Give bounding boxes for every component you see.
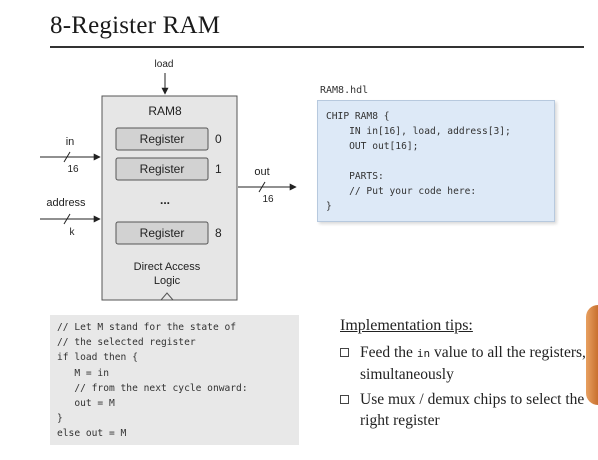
logic-label-line1: Direct Access — [134, 261, 201, 273]
address-width: k — [70, 227, 76, 238]
bullet-icon — [340, 348, 349, 357]
bullet-icon — [340, 395, 349, 404]
register-0-index: 0 — [215, 132, 222, 146]
register-8-index: 8 — [215, 226, 222, 240]
register-1-index: 1 — [215, 162, 222, 176]
ram8-diagram: RAM8 load Register 0 Register 1 ... Regi… — [40, 59, 297, 301]
tips-heading: Implementation tips: — [340, 317, 473, 334]
tip-text: Feed the in value to all the registers, … — [360, 344, 586, 383]
chip-name-label: RAM8 — [148, 104, 182, 118]
tip-item: Use mux / demux chips to select the righ… — [340, 389, 590, 431]
title-divider — [50, 46, 584, 48]
out-width: 16 — [262, 194, 274, 205]
pseudocode-box: // Let M stand for the state of // the s… — [50, 315, 299, 445]
in-label: in — [66, 136, 75, 148]
logic-label-line2: Logic — [154, 275, 181, 287]
presenter-partial-image — [586, 305, 598, 405]
in-width: 16 — [67, 164, 79, 175]
tip-item: Feed the in value to all the registers, … — [340, 342, 590, 385]
address-label: address — [46, 197, 86, 209]
hdl-code: CHIP RAM8 { IN in[16], load, address[3];… — [326, 111, 511, 212]
in-bus-slash — [63, 151, 71, 163]
hdl-code-box: CHIP RAM8 { IN in[16], load, address[3];… — [317, 100, 555, 222]
register-1-label: Register — [140, 162, 185, 176]
clock-triangle — [160, 292, 174, 301]
register-ellipsis: ... — [160, 193, 170, 207]
register-0: Register 0 — [115, 127, 222, 151]
out-bus-slash — [258, 181, 266, 193]
out-label: out — [254, 166, 269, 178]
register-1: Register 1 — [115, 157, 222, 181]
address-bus-slash — [63, 213, 71, 225]
hdl-filename: RAM8.hdl — [320, 85, 369, 96]
register-8-label: Register — [140, 226, 185, 240]
register-0-label: Register — [140, 132, 185, 146]
slide-title: 8-Register RAM — [50, 12, 221, 39]
register-8: Register 8 — [115, 221, 222, 245]
load-label: load — [155, 59, 174, 70]
tip-code: in — [416, 347, 431, 360]
pseudocode-text: // Let M stand for the state of // the s… — [57, 322, 248, 440]
tip-text: Use mux / demux chips to select the righ… — [360, 391, 585, 429]
